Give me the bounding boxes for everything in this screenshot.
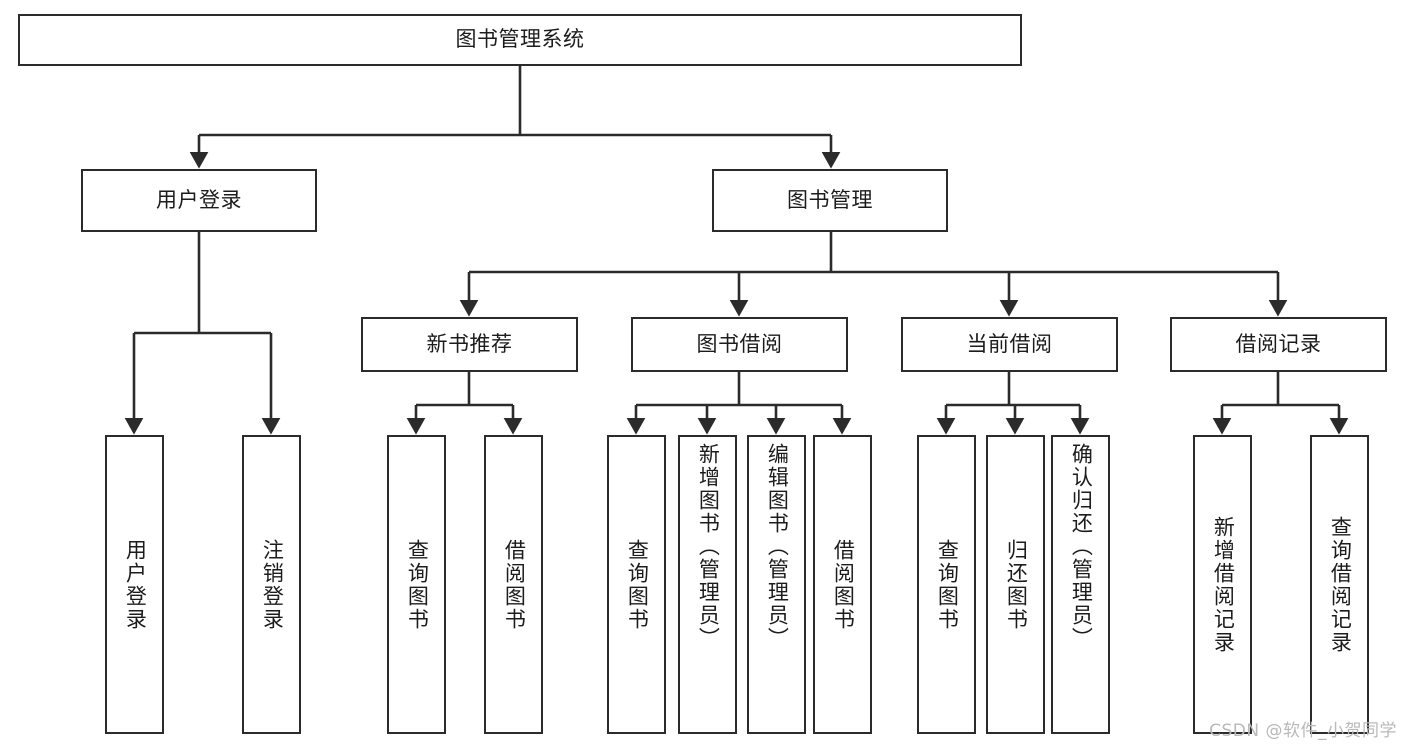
node-book-borrow[interactable]: 图书借阅: [631, 317, 848, 372]
node-current-borrow[interactable]: 当前借阅: [901, 317, 1118, 372]
leaf-book-borrow-borrow[interactable]: 借阅图书: [813, 435, 872, 734]
node-book-borrow-label: 图书借阅: [696, 331, 783, 356]
leaf-current-borrow-query-label: 查询图书: [935, 538, 960, 631]
node-borrow-record[interactable]: 借阅记录: [1170, 317, 1387, 372]
node-book-management[interactable]: 图书管理: [712, 169, 948, 232]
csdn-watermark: CSDN @软件_小贺同学: [1209, 721, 1397, 741]
leaf-borrow-record-query-label: 查询借阅记录: [1328, 515, 1353, 654]
node-user-login[interactable]: 用户登录: [81, 169, 317, 232]
node-new-book-recommend[interactable]: 新书推荐: [361, 317, 578, 372]
node-book-management-label: 图书管理: [787, 187, 873, 212]
leaf-current-borrow-confirm-label: 确认归还（管理员）: [1069, 443, 1094, 650]
leaf-user-login-signout[interactable]: 注销登录: [242, 435, 301, 734]
leaf-user-login-signin-label: 用户登录: [123, 538, 148, 631]
leaf-user-login-signin[interactable]: 用户登录: [105, 435, 164, 734]
node-user-login-label: 用户登录: [156, 187, 242, 212]
leaf-book-borrow-edit-label: 编辑图书（管理员）: [765, 443, 790, 650]
node-root-system-label: 图书管理系统: [455, 27, 585, 52]
node-borrow-record-label: 借阅记录: [1235, 331, 1322, 356]
leaf-current-borrow-return[interactable]: 归还图书: [986, 435, 1045, 734]
leaf-borrow-record-add-label: 新增借阅记录: [1211, 515, 1236, 654]
leaf-current-borrow-return-label: 归还图书: [1004, 538, 1029, 631]
leaf-current-borrow-query[interactable]: 查询图书: [917, 435, 976, 734]
leaf-current-borrow-confirm[interactable]: 确认归还（管理员）: [1051, 435, 1110, 734]
leaf-new-book-borrow-label: 借阅图书: [502, 538, 527, 631]
node-new-book-recommend-label: 新书推荐: [426, 331, 513, 356]
leaf-user-login-signout-label: 注销登录: [260, 538, 285, 631]
leaf-new-book-query[interactable]: 查询图书: [387, 435, 446, 734]
leaf-book-borrow-borrow-label: 借阅图书: [831, 538, 856, 631]
leaf-borrow-record-query[interactable]: 查询借阅记录: [1310, 435, 1369, 734]
leaf-borrow-record-add[interactable]: 新增借阅记录: [1193, 435, 1252, 734]
leaf-book-borrow-query-label: 查询图书: [625, 538, 650, 631]
node-root-system[interactable]: 图书管理系统: [18, 14, 1022, 66]
node-current-borrow-label: 当前借阅: [966, 331, 1053, 356]
leaf-book-borrow-query[interactable]: 查询图书: [607, 435, 666, 734]
leaf-book-borrow-add[interactable]: 新增图书（管理员）: [678, 435, 737, 734]
leaf-book-borrow-edit[interactable]: 编辑图书（管理员）: [747, 435, 806, 734]
leaf-new-book-borrow[interactable]: 借阅图书: [484, 435, 543, 734]
leaf-book-borrow-add-label: 新增图书（管理员）: [696, 443, 721, 650]
leaf-new-book-query-label: 查询图书: [405, 538, 430, 631]
